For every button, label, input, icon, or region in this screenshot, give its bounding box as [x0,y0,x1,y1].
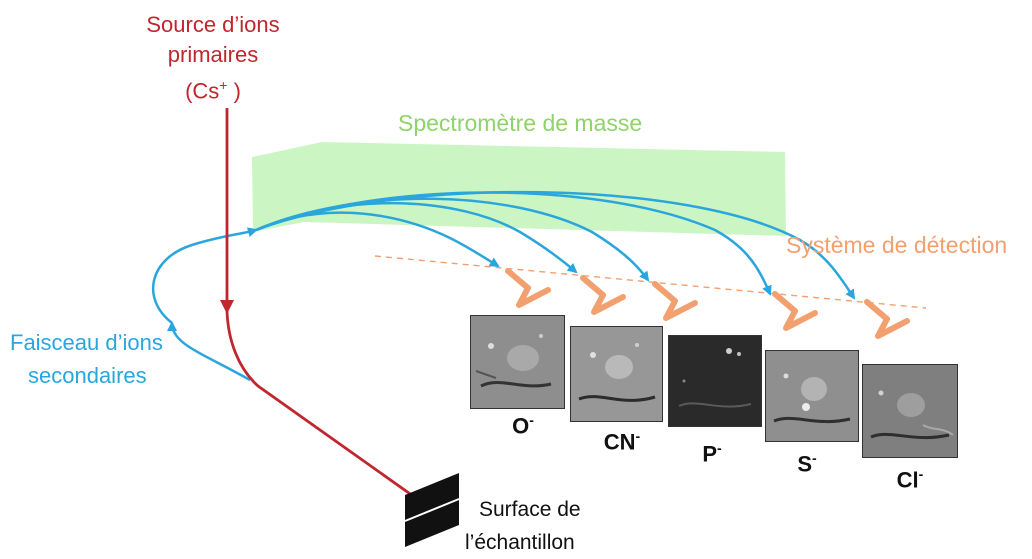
primary-beam [220,108,433,510]
ion-label-cl: Cl- [896,466,924,493]
ion-image-s [765,350,859,442]
ion-label-o: O- [512,412,534,439]
spectrometer-region [252,142,786,236]
spectrometer-label: Spectromètre de masse [398,110,643,136]
ion-label-s: S- [797,450,817,477]
secondary-beam-label: Faisceau d’ions secondaires [10,326,175,392]
detection-plane-line [374,255,927,309]
secondary-beam-return [167,321,251,382]
detector-cup [652,281,698,321]
surface-label-line1: Surface de [479,498,581,521]
primary-ion-source-label: Source d’ions primaires (Cs+ ) [118,10,308,106]
detector-cup [505,268,551,308]
surface-label-line2: l’échantillon [465,531,575,554]
primary-source-line3: (Cs+ ) [185,77,241,104]
diagram-canvas [151,108,927,547]
ion-label-cn: CN- [603,428,641,455]
secondary-trajectory-s [255,191,772,296]
primary-source-line2: primaires [167,42,259,67]
ion-image-cl [862,364,958,458]
secondary-trajectory-cl [255,190,856,300]
detectors [505,268,910,339]
primary-source-line1: Source d’ions [146,12,280,37]
ion-image-p [668,335,762,427]
primary-beam-to-sample [225,310,433,510]
ion-image-cn [570,326,663,422]
sample-surface [404,473,460,547]
diagram: O- CN- P- S- Cl- Source d’ions primaires… [10,10,1008,554]
secondary-label-line2: secondaires [28,363,147,388]
detection-system-label: Système de détection [786,232,1008,258]
ion-image-o [470,315,565,409]
secondary-beam-loop [151,227,258,324]
secondary-label-line1: Faisceau d’ions [10,330,163,355]
sample-surface-label: Surface de l’échantillon [465,493,581,559]
detector-cup [772,291,818,331]
detector-cup [580,275,626,315]
ion-label-p: P- [702,440,722,467]
secondary-beam [151,190,856,382]
detector-cup [864,299,910,339]
